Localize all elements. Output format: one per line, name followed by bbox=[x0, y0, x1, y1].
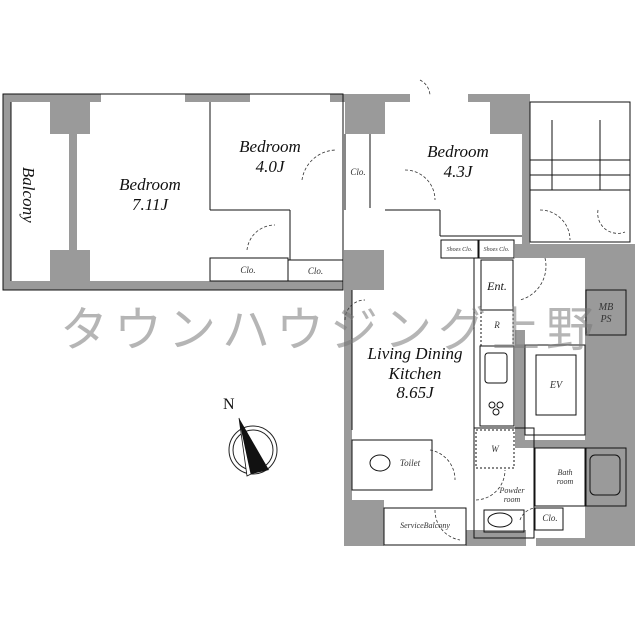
mbps-line1: MB bbox=[598, 302, 614, 313]
mbps-line2: PS bbox=[600, 313, 612, 325]
shoes-closet-label: Shoes Clo. bbox=[483, 247, 510, 253]
room-bedroom-main: Bedroom 7.11J bbox=[100, 175, 200, 214]
closet-label: Clo. bbox=[307, 266, 324, 276]
washer-label: W bbox=[491, 444, 499, 454]
room-label: Bedroom bbox=[239, 137, 301, 156]
room-size: 7.11J bbox=[131, 194, 169, 214]
mbps-label: MB PS bbox=[588, 302, 624, 325]
powder-room-label: Powder room bbox=[490, 486, 534, 504]
room-bedroom-b: Bedroom 4.3J bbox=[408, 142, 508, 181]
refrigerator-label: R bbox=[494, 320, 500, 330]
north-label: N bbox=[223, 396, 235, 413]
room-size: 8.65J bbox=[396, 383, 434, 403]
room-size: 4.0J bbox=[255, 156, 285, 176]
room-label-line1: Living Dining bbox=[367, 344, 463, 363]
closet-label: Clo. bbox=[350, 167, 366, 177]
entrance-label: Ent. bbox=[487, 279, 507, 293]
shoes-closet-label: Shoes Clo. bbox=[446, 247, 473, 253]
bathroom-label: Bath room bbox=[545, 468, 585, 486]
room-label-line2: Kitchen bbox=[388, 363, 442, 383]
closet-label: Clo. bbox=[542, 513, 558, 523]
bath-line1: Bath bbox=[557, 468, 573, 477]
powder-line1: Powder bbox=[499, 486, 525, 495]
room-size: 4.3J bbox=[443, 161, 473, 181]
toilet-label: Toilet bbox=[399, 458, 421, 468]
bath-line2: room bbox=[556, 477, 574, 487]
balcony-label: Balcony bbox=[18, 166, 38, 223]
walls bbox=[3, 94, 635, 546]
room-ldk: Living Dining Kitchen 8.65J bbox=[355, 344, 475, 403]
closet-label: Clo. bbox=[240, 265, 256, 275]
room-bedroom-a: Bedroom 4.0J bbox=[220, 137, 320, 176]
watermark-text: タウンハウジング上野 bbox=[60, 302, 601, 358]
compass-rose bbox=[228, 417, 278, 477]
service-balcony-label: ServiceBalcony bbox=[400, 521, 450, 530]
room-label: Bedroom bbox=[427, 142, 489, 161]
room-label: Bedroom bbox=[119, 175, 181, 194]
powder-line2: room bbox=[503, 495, 521, 505]
elevator-label: EV bbox=[549, 380, 563, 391]
